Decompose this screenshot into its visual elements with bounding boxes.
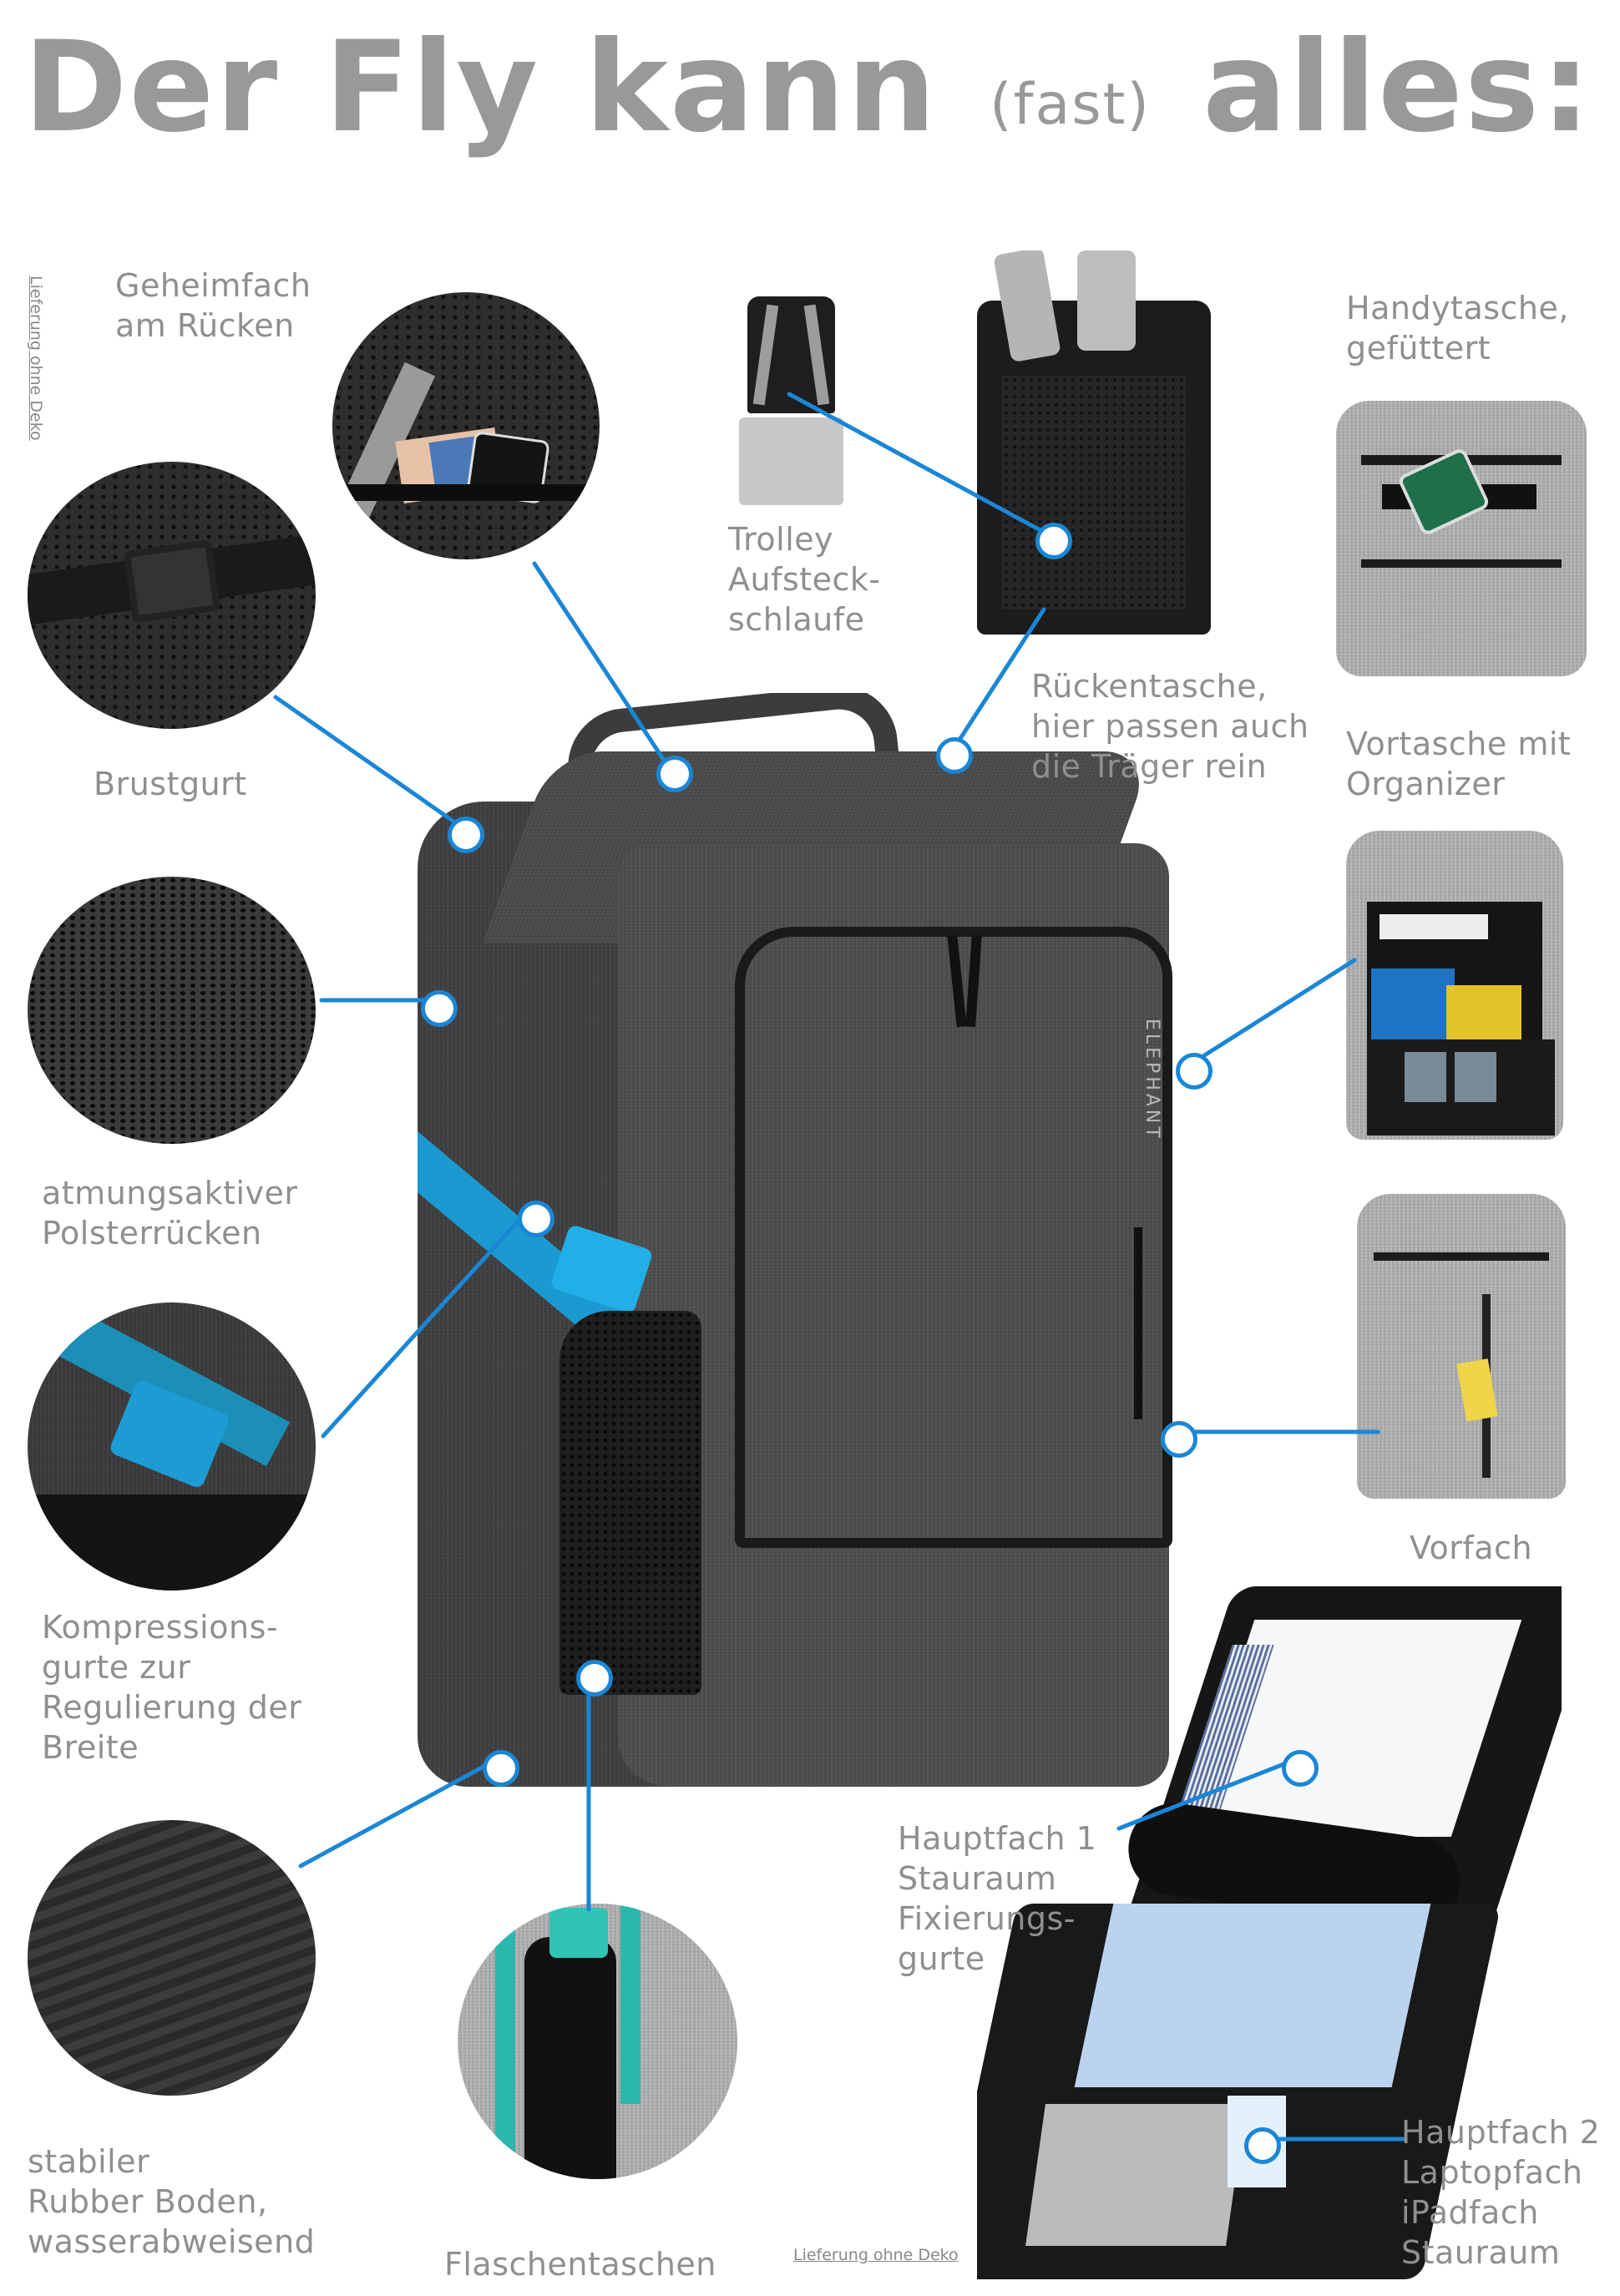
connector-dot-brustgurt[interactable] xyxy=(448,817,484,853)
connector-dot-rubber-boden[interactable] xyxy=(483,1750,519,1787)
label-kompression: Kompressions- gurte zur Regulierung der … xyxy=(42,1609,302,1766)
photo-kompression xyxy=(28,1302,316,1591)
photo-geheimfach xyxy=(332,292,600,559)
label-flaschentaschen: Flaschentaschen xyxy=(444,2246,716,2283)
label-polsterruecken: atmungsaktiver Polsterrücken xyxy=(42,1175,298,1252)
title-part-1: Der Fly kann xyxy=(23,15,938,160)
photo-polsterruecken xyxy=(28,877,316,1144)
label-handytasche: Handytasche, gefüttert xyxy=(1346,290,1569,367)
label-hauptfach2: Hauptfach 2 Laptopfach iPadfach Stauraum xyxy=(1401,2114,1601,2271)
connector-dot-trolley[interactable] xyxy=(1035,523,1072,559)
photo-main-backpack xyxy=(418,693,1186,1803)
label-trolley: Trolley Aufsteck- schlaufe xyxy=(728,521,881,638)
photo-handytasche xyxy=(1336,401,1587,676)
label-hauptfach1: Hauptfach 1 Stauraum Fixierungs- gurte xyxy=(898,1820,1097,1977)
label-rubber-boden: stabiler Rubber Boden, wasserabweisend xyxy=(28,2143,316,2260)
connector-dot-vortasche[interactable] xyxy=(1176,1053,1212,1090)
connector-dot-geheimfach[interactable] xyxy=(656,756,693,792)
connector-dot-hauptfach1[interactable] xyxy=(1282,1750,1319,1787)
photo-brustgurt xyxy=(28,462,316,729)
connector-dot-rueckentasche[interactable] xyxy=(936,737,973,774)
connector-dot-kompression[interactable] xyxy=(518,1201,554,1237)
label-rueckentasche: Rückentasche, hier passen auch die Träge… xyxy=(1031,668,1309,785)
photo-vorfach xyxy=(1357,1194,1566,1499)
photo-rueckentasche xyxy=(969,250,1219,651)
connector-dot-polsterruecken[interactable] xyxy=(421,990,458,1027)
connector-dot-vorfach[interactable] xyxy=(1161,1421,1197,1458)
page-title: Der Fly kann (fast) alles: xyxy=(23,25,1592,150)
bottom-note: Lieferung ohne Deko xyxy=(793,2246,959,2264)
side-note-text: Lieferung ohne Deko xyxy=(27,276,45,441)
title-part-3: alles: xyxy=(1202,15,1593,160)
label-vorfach: Vorfach xyxy=(1410,1530,1533,1566)
photo-vortasche xyxy=(1346,831,1563,1140)
label-vortasche: Vortasche mit Organizer xyxy=(1346,726,1572,802)
title-part-2: (fast) xyxy=(990,72,1151,138)
photo-trolley xyxy=(739,296,843,509)
label-brustgurt: Brustgurt xyxy=(94,766,247,802)
brand-logo: ELEPHANT xyxy=(1142,1019,1162,1141)
connector-dot-flaschentaschen[interactable] xyxy=(576,1660,613,1697)
label-geheimfach: Geheimfach am Rücken xyxy=(115,267,311,344)
connector-dot-hauptfach2[interactable] xyxy=(1244,2127,1281,2164)
photo-rubber-boden xyxy=(28,1820,316,2096)
side-note: Lieferung ohne Deko xyxy=(20,276,47,476)
photo-flaschentaschen xyxy=(458,1904,737,2179)
